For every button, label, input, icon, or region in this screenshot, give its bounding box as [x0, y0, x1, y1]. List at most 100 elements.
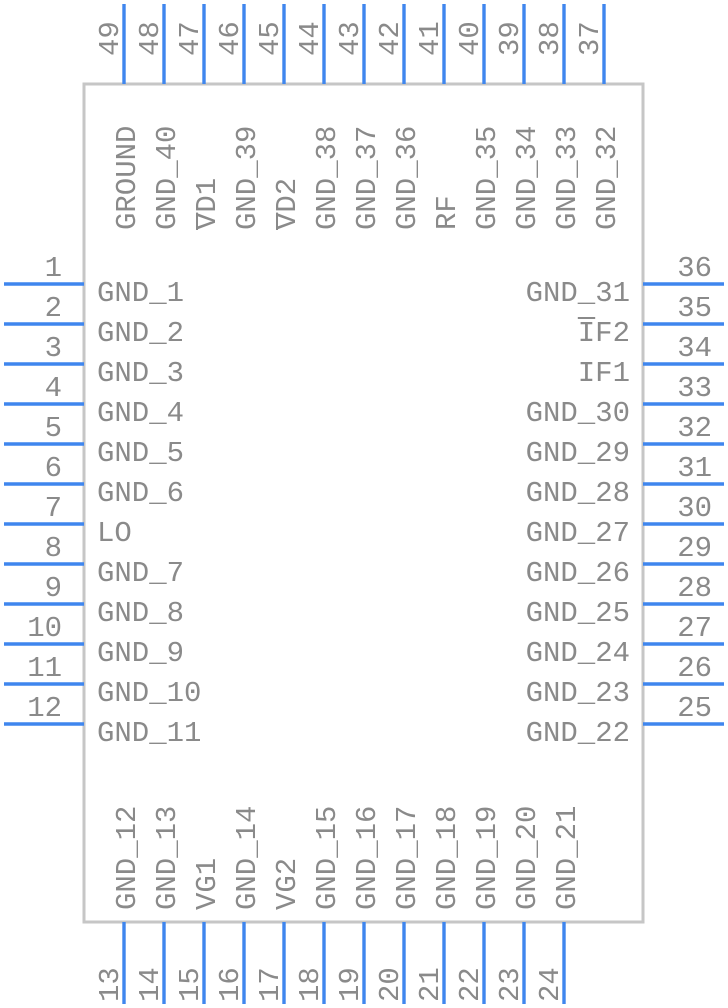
pin-label-gnd-8: GND_8 — [97, 597, 184, 630]
pin-number: 4 — [45, 372, 62, 405]
pin-label-gnd-33: GND_33 — [551, 126, 584, 230]
pin-label-gnd-34: GND_34 — [511, 126, 544, 230]
pin-number: 37 — [574, 21, 607, 56]
pin-number: 9 — [45, 572, 62, 605]
pin-number: 43 — [334, 21, 367, 56]
pin-number: 17 — [254, 967, 287, 1002]
pin-number: 18 — [294, 967, 327, 1002]
pin-number: 32 — [677, 412, 712, 445]
pin-number: 12 — [27, 692, 62, 725]
pin-number: 45 — [254, 21, 287, 56]
pin-label-gnd-32: GND_32 — [591, 126, 624, 230]
pin-label-gnd-39: GND_39 — [231, 126, 264, 230]
pin-label-if2: IF2 — [578, 317, 630, 350]
pin-label-gnd-18: GND_18 — [431, 806, 464, 910]
pin-number: 36 — [677, 252, 712, 285]
pin-number: 41 — [414, 21, 447, 56]
pin-number: 39 — [494, 21, 527, 56]
pin-label-gnd-40: GND_40 — [151, 126, 184, 230]
pin-number: 13 — [94, 967, 127, 1002]
pin-label-gnd-36: GND_36 — [391, 126, 424, 230]
pin-label-gnd-19: GND_19 — [471, 806, 504, 910]
pin-number: 3 — [45, 332, 62, 365]
pin-number: 48 — [134, 21, 167, 56]
pin-number: 15 — [174, 967, 207, 1002]
pin-number: 16 — [214, 967, 247, 1002]
pin-label-vg2: VG2 — [271, 858, 304, 910]
pin-label-gnd-24: GND_24 — [526, 637, 630, 670]
pin-number: 2 — [45, 292, 62, 325]
pin-label-gnd-5: GND_5 — [97, 437, 184, 470]
pin-label-gnd-29: GND_29 — [526, 437, 630, 470]
bottom-pins: 13GND_1214GND_1315VG116GND_1417VG218GND_… — [94, 806, 584, 1004]
pin-label-gnd-21: GND_21 — [551, 806, 584, 910]
pin-label-gnd-35: GND_35 — [471, 126, 504, 230]
pin-number: 33 — [677, 372, 712, 405]
pin-label-gnd-1: GND_1 — [97, 277, 184, 310]
pin-number: 26 — [677, 652, 712, 685]
pin-number: 31 — [677, 452, 712, 485]
pin-number: 29 — [677, 532, 712, 565]
pin-number: 28 — [677, 572, 712, 605]
pin-label-gnd-37: GND_37 — [351, 126, 384, 230]
pin-label-gnd-31: GND_31 — [526, 277, 630, 310]
pin-label-vd1: VD1 — [191, 178, 224, 230]
pin-number: 34 — [677, 332, 712, 365]
pin-label-gnd-26: GND_26 — [526, 557, 630, 590]
pin-number: 8 — [45, 532, 62, 565]
pin-number: 42 — [374, 21, 407, 56]
pin-label-gnd-38: GND_38 — [311, 126, 344, 230]
pin-label-rf: RF — [431, 195, 464, 230]
pin-number: 49 — [94, 21, 127, 56]
pin-label-gnd-4: GND_4 — [97, 397, 184, 430]
pin-label-gnd-13: GND_13 — [151, 806, 184, 910]
pin-number: 27 — [677, 612, 712, 645]
pin-label-gnd-17: GND_17 — [391, 806, 424, 910]
left-pins: 1GND_12GND_23GND_34GND_45GND_56GND_67LO8… — [4, 252, 201, 750]
pin-number: 44 — [294, 21, 327, 56]
pin-label-gnd-25: GND_25 — [526, 597, 630, 630]
pin-label-ground: GROUND — [111, 126, 144, 230]
pin-number: 40 — [454, 21, 487, 56]
pin-7: 7LO — [4, 492, 132, 550]
pin-number: 11 — [27, 652, 62, 685]
pin-label-gnd-10: GND_10 — [97, 677, 201, 710]
pin-number: 30 — [677, 492, 712, 525]
pin-label-gnd-22: GND_22 — [526, 717, 630, 750]
pin-label-gnd-7: GND_7 — [97, 557, 184, 590]
